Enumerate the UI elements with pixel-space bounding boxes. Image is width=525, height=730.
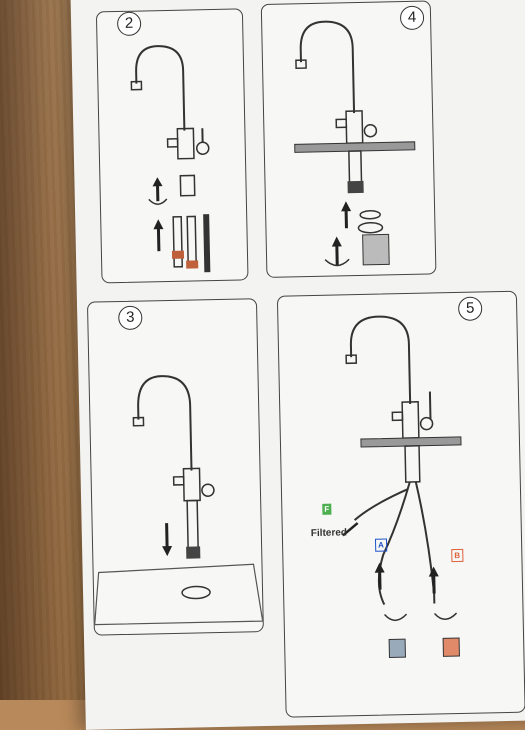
faucet-mounting-illustration <box>262 1 436 276</box>
faucet-disassembled-illustration <box>97 9 248 282</box>
step-5-panel: 5 F Filtered A B <box>277 291 525 718</box>
faucet-connection-illustration <box>278 292 525 717</box>
tag-b: B <box>451 549 463 562</box>
step-3-panel: 3 <box>87 298 264 635</box>
step-4-panel: 4 <box>261 0 437 278</box>
tag-f: F <box>322 504 331 515</box>
step-2-panel: 2 <box>96 8 249 283</box>
instruction-sheet: 2 4 <box>70 0 525 730</box>
filtered-label: Filtered <box>311 527 347 539</box>
tag-a: A <box>375 538 387 551</box>
faucet-insertion-illustration <box>88 299 263 634</box>
